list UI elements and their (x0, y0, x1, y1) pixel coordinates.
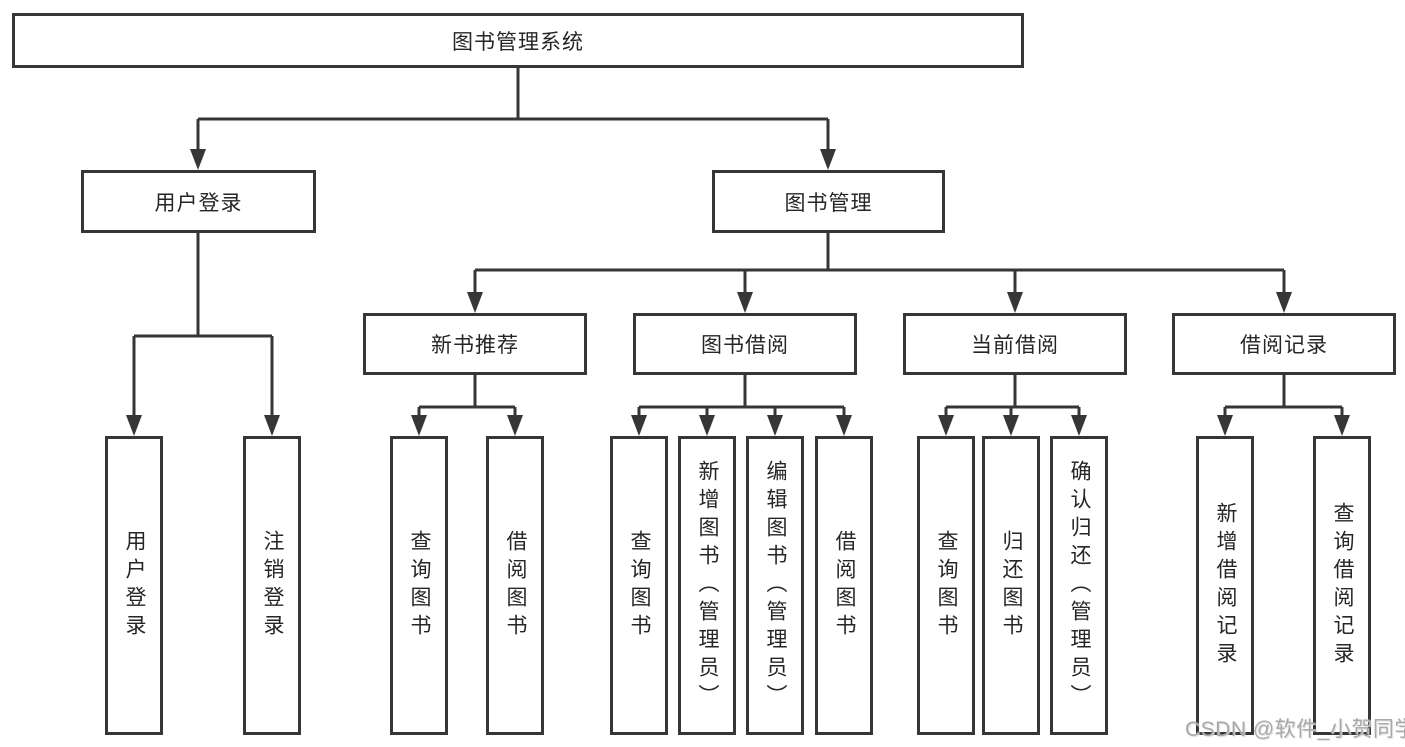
node-library-management-system: 图书管理系统 (12, 13, 1024, 68)
connector-root-to-level2 (190, 67, 836, 170)
node-user-login: 用户登录 (81, 170, 316, 233)
node-current-borrowing: 当前借阅 (903, 313, 1127, 375)
leaf-current-confirm-return-admin: 确认归还（管理员） (1050, 436, 1108, 735)
node-book-borrowing: 图书借阅 (633, 313, 857, 375)
leaf-logout: 注销登录 (243, 436, 301, 735)
connector-borrowing-records-to-leaves (1217, 375, 1350, 436)
leaf-current-return-books: 归还图书 (982, 436, 1040, 735)
node-new-book-recommend: 新书推荐 (363, 313, 587, 375)
leaf-current-query-books: 查询图书 (917, 436, 975, 735)
connector-book-borrowing-to-leaves (631, 375, 852, 436)
leaf-records-query-borrow-record: 查询借阅记录 (1313, 436, 1371, 735)
connector-user-login-to-leaves (126, 233, 280, 436)
leaf-recommend-query-books: 查询图书 (390, 436, 448, 735)
leaf-borrowing-query-books: 查询图书 (610, 436, 668, 735)
leaf-records-add-borrow-record: 新增借阅记录 (1196, 436, 1254, 735)
connector-new-book-recommend-to-leaves (411, 375, 523, 436)
leaf-borrowing-add-books-admin: 新增图书（管理员） (678, 436, 736, 735)
leaf-recommend-borrow-books: 借阅图书 (486, 436, 544, 735)
leaf-borrowing-edit-books-admin: 编辑图书（管理员） (746, 436, 804, 735)
connector-book-management-to-level3 (467, 233, 1292, 313)
leaf-borrowing-borrow-books: 借阅图书 (815, 436, 873, 735)
node-book-management: 图书管理 (712, 170, 945, 233)
leaf-user-login: 用户登录 (105, 436, 163, 735)
csdn-watermark: CSDN @软件_小贺同学 (1185, 718, 1405, 741)
connector-current-borrowing-to-leaves (938, 375, 1087, 436)
node-borrowing-records: 借阅记录 (1172, 313, 1396, 375)
